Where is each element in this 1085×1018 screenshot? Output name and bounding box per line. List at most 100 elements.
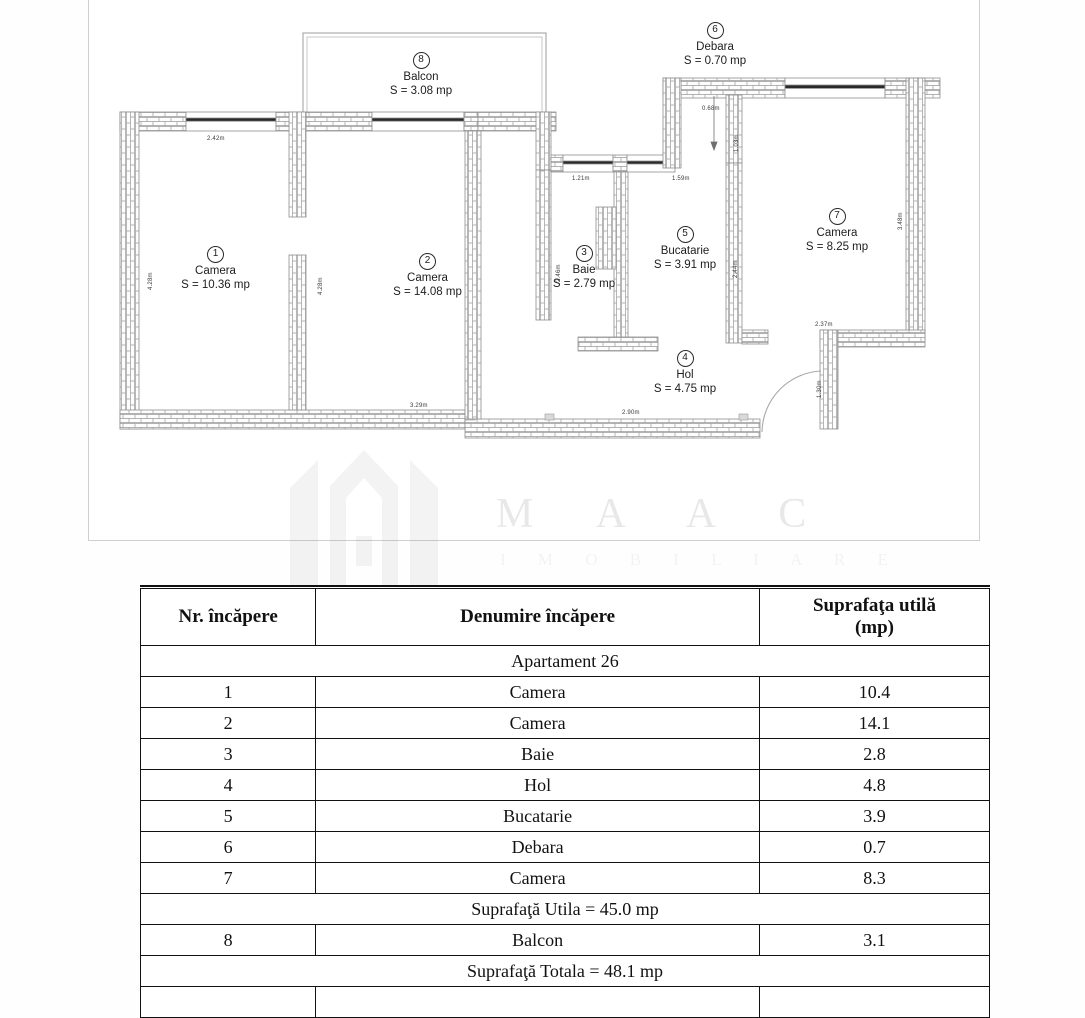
cell-name: Balcon <box>315 924 760 956</box>
cell-area: 14.1 <box>758 707 991 739</box>
schedule-table: Nr. încăpere Denumire încăpere Suprafaţa… <box>139 588 991 1018</box>
cell-nr: 1 <box>139 676 317 708</box>
cell-name: Debara <box>315 831 760 863</box>
room-area-2: S = 14.08 mp <box>393 286 462 299</box>
room-area-8: S = 3.08 mp <box>389 85 453 98</box>
room-area-5: S = 3.91 mp <box>653 259 717 272</box>
room-name-1: Camera <box>195 265 236 277</box>
dimension-1-30m: 1.30m <box>817 380 823 398</box>
room-schedule: Nr. încăpere Denumire încăpere Suprafaţa… <box>139 588 991 1018</box>
cell-area: 3.9 <box>758 800 991 832</box>
room-number-2: 2 <box>419 253 436 270</box>
cell-area: 4.8 <box>758 769 991 801</box>
header-name: Denumire încăpere <box>315 588 760 646</box>
cell-name: Camera <box>315 862 760 894</box>
table-row: 4 Hol 4.8 <box>139 769 991 801</box>
dimension-3-48m: 3.48m <box>898 212 904 230</box>
table-row: 5 Bucatarie 3.9 <box>139 800 991 832</box>
header-nr: Nr. încăpere <box>139 588 317 646</box>
table-row-balcony: 8 Balcon 3.1 <box>139 924 991 956</box>
cell-nr: 8 <box>139 924 317 956</box>
cell-name <box>315 986 760 1018</box>
room-number-7: 7 <box>828 208 846 225</box>
room-label-6: 6 Debara S = 0.70 mp <box>661 22 769 68</box>
cell-name: Bucatarie <box>315 800 760 832</box>
cell-area: 3.1 <box>758 924 991 956</box>
room-name-2: Camera <box>407 272 448 284</box>
cell-nr: 5 <box>139 800 317 832</box>
table-row: 7 Camera 8.3 <box>139 862 991 894</box>
room-area-4: S = 4.75 mp <box>653 383 717 396</box>
floor-plan-drawing <box>119 32 941 439</box>
room-label-7: 7 Camera S = 8.25 mp <box>782 208 892 254</box>
table-row: 2 Camera 14.1 <box>139 707 991 739</box>
table-row-truncated <box>139 986 991 1018</box>
room-number-4: 4 <box>676 350 694 367</box>
room-number-1: 1 <box>207 246 224 263</box>
table-top-rule <box>140 585 990 587</box>
room-name-4: Hol <box>676 369 694 381</box>
room-name-6: Debara <box>696 41 734 53</box>
table-row: 1 Camera 10.4 <box>139 676 991 708</box>
room-label-8: 8 Balcon S = 3.08 mp <box>366 52 476 98</box>
room-label-3: 3 Baie S = 2.79 mp <box>538 245 630 291</box>
room-name-5: Bucatarie <box>660 245 710 257</box>
room-number-8: 8 <box>412 52 430 69</box>
dimension-2-46m: 2.46m <box>556 264 562 282</box>
cell-area: 8.3 <box>758 862 991 894</box>
cell-area: 2.8 <box>758 738 991 770</box>
room-area-1: S = 10.36 mp <box>181 279 250 292</box>
dimension-3-29m: 3.29m <box>410 403 428 409</box>
dimension-4-28m-left: 4.28m <box>148 272 154 290</box>
cell-name: Camera <box>315 676 760 708</box>
dimension-0-68m: 0.68m <box>702 106 720 112</box>
room-name-7: Camera <box>816 227 858 239</box>
total-row: Suprafaţă Totala = 48.1 mp <box>140 955 990 987</box>
cell-nr: 7 <box>139 862 317 894</box>
header-area: Suprafaţa utilă (mp) <box>758 588 991 646</box>
subtotal-row: Suprafaţă Utila = 45.0 mp <box>140 893 990 925</box>
cell-name: Baie <box>315 738 760 770</box>
header-area-line1: Suprafaţa utilă <box>812 594 936 616</box>
header-area-line2: (mp) <box>854 617 894 638</box>
dimension-1-21m: 1.21m <box>572 176 590 182</box>
room-name-3: Baie <box>572 264 596 276</box>
group-title-row: Apartament 26 <box>140 645 990 677</box>
door-swing-arc <box>761 370 822 433</box>
floor-plan-area: M A A C I M O B I L I A R E 1 Camera S =… <box>88 0 980 585</box>
room-label-1: 1 Camera S = 10.36 mp <box>158 246 273 292</box>
table-row: 6 Debara 0.7 <box>139 831 991 863</box>
dimension-2-44m: 2.44m <box>733 260 739 278</box>
room-area-7: S = 8.25 mp <box>805 241 869 254</box>
dimension-4-28m-mid: 4.28m <box>318 277 324 295</box>
room-label-4: 4 Hol S = 4.75 mp <box>630 350 740 396</box>
total-label: Suprafaţă Totala = 48.1 mp <box>140 955 990 987</box>
cell-nr: 3 <box>139 738 317 770</box>
dimension-2-42m: 2.42m <box>207 136 225 142</box>
cell-name: Camera <box>315 707 760 739</box>
room-number-3: 3 <box>575 245 593 262</box>
subtotal-label: Suprafaţă Utila = 45.0 mp <box>140 893 990 925</box>
room-label-5: 5 Bucatarie S = 3.91 mp <box>630 226 740 272</box>
cell-nr: 6 <box>139 831 317 863</box>
room-area-3: S = 2.79 mp <box>552 278 616 291</box>
table-row: 3 Baie 2.8 <box>139 738 991 770</box>
cell-area: 0.7 <box>758 831 991 863</box>
group-title: Apartament 26 <box>140 645 990 677</box>
room-number-5: 5 <box>676 226 694 243</box>
dimension-1-03m: 1.03m <box>734 134 740 152</box>
room-name-8: Balcon <box>403 71 439 83</box>
room-area-6: S = 0.70 mp <box>683 55 747 68</box>
cell-area <box>758 986 991 1018</box>
dimension-2-90m: 2.90m <box>622 410 640 416</box>
cell-nr <box>139 986 317 1018</box>
room-number-6: 6 <box>706 22 724 39</box>
cell-nr: 2 <box>139 707 317 739</box>
cell-name: Hol <box>315 769 760 801</box>
cell-area: 10.4 <box>758 676 991 708</box>
dimension-1-59m: 1.59m <box>672 176 690 182</box>
dimension-2-37m: 2.37m <box>815 322 833 328</box>
table-header-row: Nr. încăpere Denumire încăpere Suprafaţa… <box>139 588 991 646</box>
cell-nr: 4 <box>139 769 317 801</box>
room-label-2: 2 Camera S = 14.08 mp <box>370 253 485 299</box>
